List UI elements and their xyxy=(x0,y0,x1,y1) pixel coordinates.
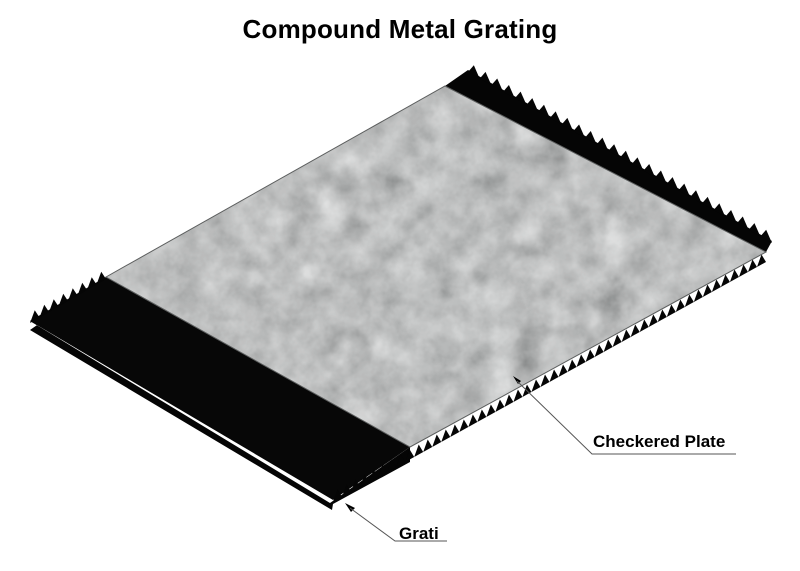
grating-tooth xyxy=(666,304,676,317)
grating-tooth xyxy=(87,277,97,290)
grating-tooth xyxy=(720,274,730,287)
grating-tooth xyxy=(396,454,406,467)
grating-front-section xyxy=(30,271,410,510)
grating-tooth xyxy=(603,339,613,352)
grating-tooth xyxy=(538,104,550,119)
grating-tooth xyxy=(643,163,656,178)
grating-tooth xyxy=(540,374,550,387)
grating-tooth xyxy=(549,369,559,382)
grating-tooth xyxy=(655,170,667,184)
grating-tooth xyxy=(468,65,480,79)
grating-tooth xyxy=(30,310,40,323)
grating-tooth xyxy=(702,284,712,297)
leader-arrowhead-icon xyxy=(513,376,521,384)
grating-tooth xyxy=(675,299,685,312)
grating-tooth xyxy=(549,111,562,125)
grating-tooth xyxy=(468,414,478,427)
grating-tooth xyxy=(756,254,766,267)
grating-tooth xyxy=(648,314,658,327)
checkered-plate-leader xyxy=(513,376,736,455)
grating-tooth xyxy=(561,117,574,132)
grating-tooth xyxy=(405,449,415,462)
grating-tooth xyxy=(39,304,49,318)
grating-tooth xyxy=(630,324,640,337)
grating-tooth xyxy=(369,469,379,482)
grating-tooth xyxy=(747,259,757,272)
grating-tooth xyxy=(503,85,515,99)
grating-tooth xyxy=(760,229,772,243)
grating-tooth xyxy=(58,293,68,307)
grating-back-teeth xyxy=(468,65,772,243)
grating-tooth xyxy=(657,309,667,322)
grating-tooth xyxy=(360,474,370,487)
grating-tooth xyxy=(736,216,749,230)
grating-tooth xyxy=(585,349,595,362)
grating-tooth xyxy=(620,150,632,165)
grating-tooth xyxy=(504,394,514,407)
grating-tooth xyxy=(378,464,388,477)
grating-tooth xyxy=(432,434,442,447)
grating-tooth xyxy=(68,288,78,301)
grating-tooth xyxy=(639,319,649,332)
grating-tooth xyxy=(414,444,424,457)
grating-tooth xyxy=(495,399,505,412)
grating-tooth xyxy=(514,91,527,105)
grating-tooth xyxy=(608,144,620,158)
grating-tooth xyxy=(701,196,714,211)
grating-tooth xyxy=(342,484,352,497)
checkered-plate-label: Checkered Plate xyxy=(593,432,726,451)
grating-tooth xyxy=(584,131,597,145)
grating-tooth xyxy=(573,124,585,138)
grating-tooth xyxy=(531,379,541,392)
grating-tooth xyxy=(423,439,433,452)
grating-tooth xyxy=(621,329,631,342)
grating-tooth xyxy=(711,279,721,292)
grating-tooth xyxy=(526,98,539,112)
grating-tooth xyxy=(612,334,622,347)
grating-tooth xyxy=(558,364,568,377)
grating-tooth xyxy=(333,489,343,502)
grating-tooth xyxy=(738,264,748,277)
grating-tooth xyxy=(96,271,106,285)
grating-tooth xyxy=(713,203,726,217)
grating-tooth xyxy=(594,344,604,357)
grating-tooth xyxy=(576,354,586,367)
grating-tooth xyxy=(351,479,361,492)
grating-tooth xyxy=(631,157,644,171)
grating-label: Grati xyxy=(399,524,439,543)
grating-back-section xyxy=(445,65,772,252)
grating-tooth xyxy=(513,389,523,402)
grating-tooth xyxy=(477,409,487,422)
grating-tooth xyxy=(49,299,59,312)
grating-leader xyxy=(345,503,447,542)
grating-tooth xyxy=(491,78,504,92)
grating-tooth xyxy=(441,429,451,442)
grating-tooth xyxy=(684,294,694,307)
grating-tooth xyxy=(725,209,737,224)
grating-tooth xyxy=(678,183,691,197)
grating-tooth xyxy=(567,359,577,372)
grating-tooth xyxy=(690,190,702,204)
grating-tooth xyxy=(748,223,761,237)
grating-tooth xyxy=(666,177,679,191)
grating-tooth xyxy=(479,71,492,86)
grating-tooth xyxy=(459,419,469,432)
grating-tooth xyxy=(450,424,460,437)
grating-tooth xyxy=(387,459,397,472)
grating-tooth xyxy=(729,269,739,282)
grating-edge-teeth xyxy=(333,254,766,502)
grating-tooth xyxy=(693,289,703,302)
grating-tooth xyxy=(596,137,609,151)
grating-tooth xyxy=(486,404,496,417)
diagram-title: Compound Metal Grating xyxy=(242,14,558,44)
grating-front-teeth xyxy=(30,271,106,323)
grating-tooth xyxy=(77,282,87,296)
